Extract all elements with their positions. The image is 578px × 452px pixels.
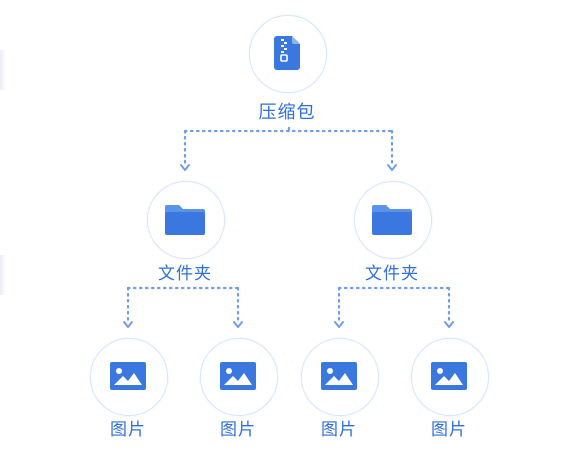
arrowhead (334, 321, 344, 328)
folder-label: 文件夹 (158, 264, 212, 284)
root-label: 压缩包 (258, 102, 316, 123)
connector-root-to-folder-1 (183, 126, 394, 165)
arrowhead (444, 321, 454, 328)
image-label: 图片 (220, 420, 256, 440)
connector-folder-2-to-images (337, 286, 451, 322)
folder-label: 文件夹 (365, 264, 419, 284)
image-icon (321, 362, 357, 390)
image-label: 图片 (110, 420, 146, 440)
arrowhead (387, 164, 397, 171)
folder-icon (372, 205, 412, 235)
image-icon (431, 362, 467, 390)
zip-file-icon (274, 36, 300, 70)
left-edge-shade (0, 50, 6, 90)
image-icon (220, 362, 256, 390)
arrowhead (180, 164, 190, 171)
left-edge-shade (0, 255, 6, 295)
arrowhead (233, 321, 243, 328)
folder-icon (165, 205, 205, 235)
connector-folder-1-to-images (126, 286, 240, 322)
image-label: 图片 (321, 420, 357, 440)
arrowhead (123, 321, 133, 328)
image-icon (110, 362, 146, 390)
image-label: 图片 (431, 420, 467, 440)
